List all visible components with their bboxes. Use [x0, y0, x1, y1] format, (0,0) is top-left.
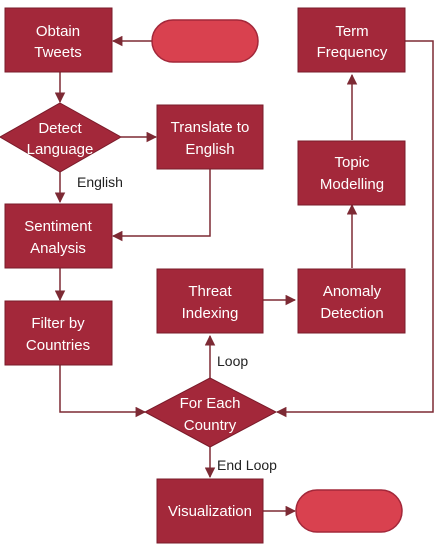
edge-label-end-loop: End Loop: [217, 457, 277, 473]
anomaly-box: [297, 268, 406, 334]
threat-line2: Indexing: [182, 305, 239, 322]
translate-line1: Translate to: [171, 119, 250, 136]
term-box: [297, 7, 406, 73]
detect-language-decision: [0, 102, 123, 173]
edge-term-to-foreach: [275, 40, 434, 418]
for-each-line1: For Each: [180, 395, 241, 412]
topic-line2: Modelling: [320, 176, 384, 193]
threat-line1: Threat: [188, 283, 232, 300]
sentiment-box: [4, 203, 113, 269]
topic-line1: Topic: [334, 154, 370, 171]
edge-filter-to-foreach: [59, 365, 147, 418]
edge-translate-to-sentiment: [111, 169, 211, 242]
detect-language-line1: Detect: [38, 120, 82, 137]
end-terminator: [295, 489, 403, 533]
detect-language-line2: Language: [27, 141, 94, 158]
filter-box: [4, 300, 113, 366]
topic-box: [297, 140, 406, 206]
threat-box: [156, 268, 264, 334]
for-each-line2: Country: [184, 417, 237, 434]
filter-line1: Filter by: [31, 315, 85, 332]
visualization-box: [156, 478, 264, 544]
obtain-tweets-box: [4, 7, 113, 73]
visualization-label: Visualization: [168, 503, 252, 520]
anomaly-line2: Detection: [320, 305, 383, 322]
translate-box: [156, 104, 264, 170]
edge-label-loop: Loop: [217, 353, 248, 369]
sentiment-line2: Analysis: [30, 240, 86, 257]
translate-line2: English: [185, 141, 234, 158]
anomaly-line1: Anomaly: [323, 283, 382, 300]
term-line1: Term: [335, 23, 368, 40]
for-each-country-decision: [143, 377, 278, 448]
start-terminator: [151, 19, 259, 63]
obtain-tweets-line2: Tweets: [34, 44, 82, 61]
obtain-tweets-line1: Obtain: [36, 23, 80, 40]
term-line2: Frequency: [317, 44, 388, 61]
edge-label-english: English: [77, 174, 123, 190]
filter-line2: Countries: [26, 337, 90, 354]
sentiment-line1: Sentiment: [24, 218, 92, 235]
